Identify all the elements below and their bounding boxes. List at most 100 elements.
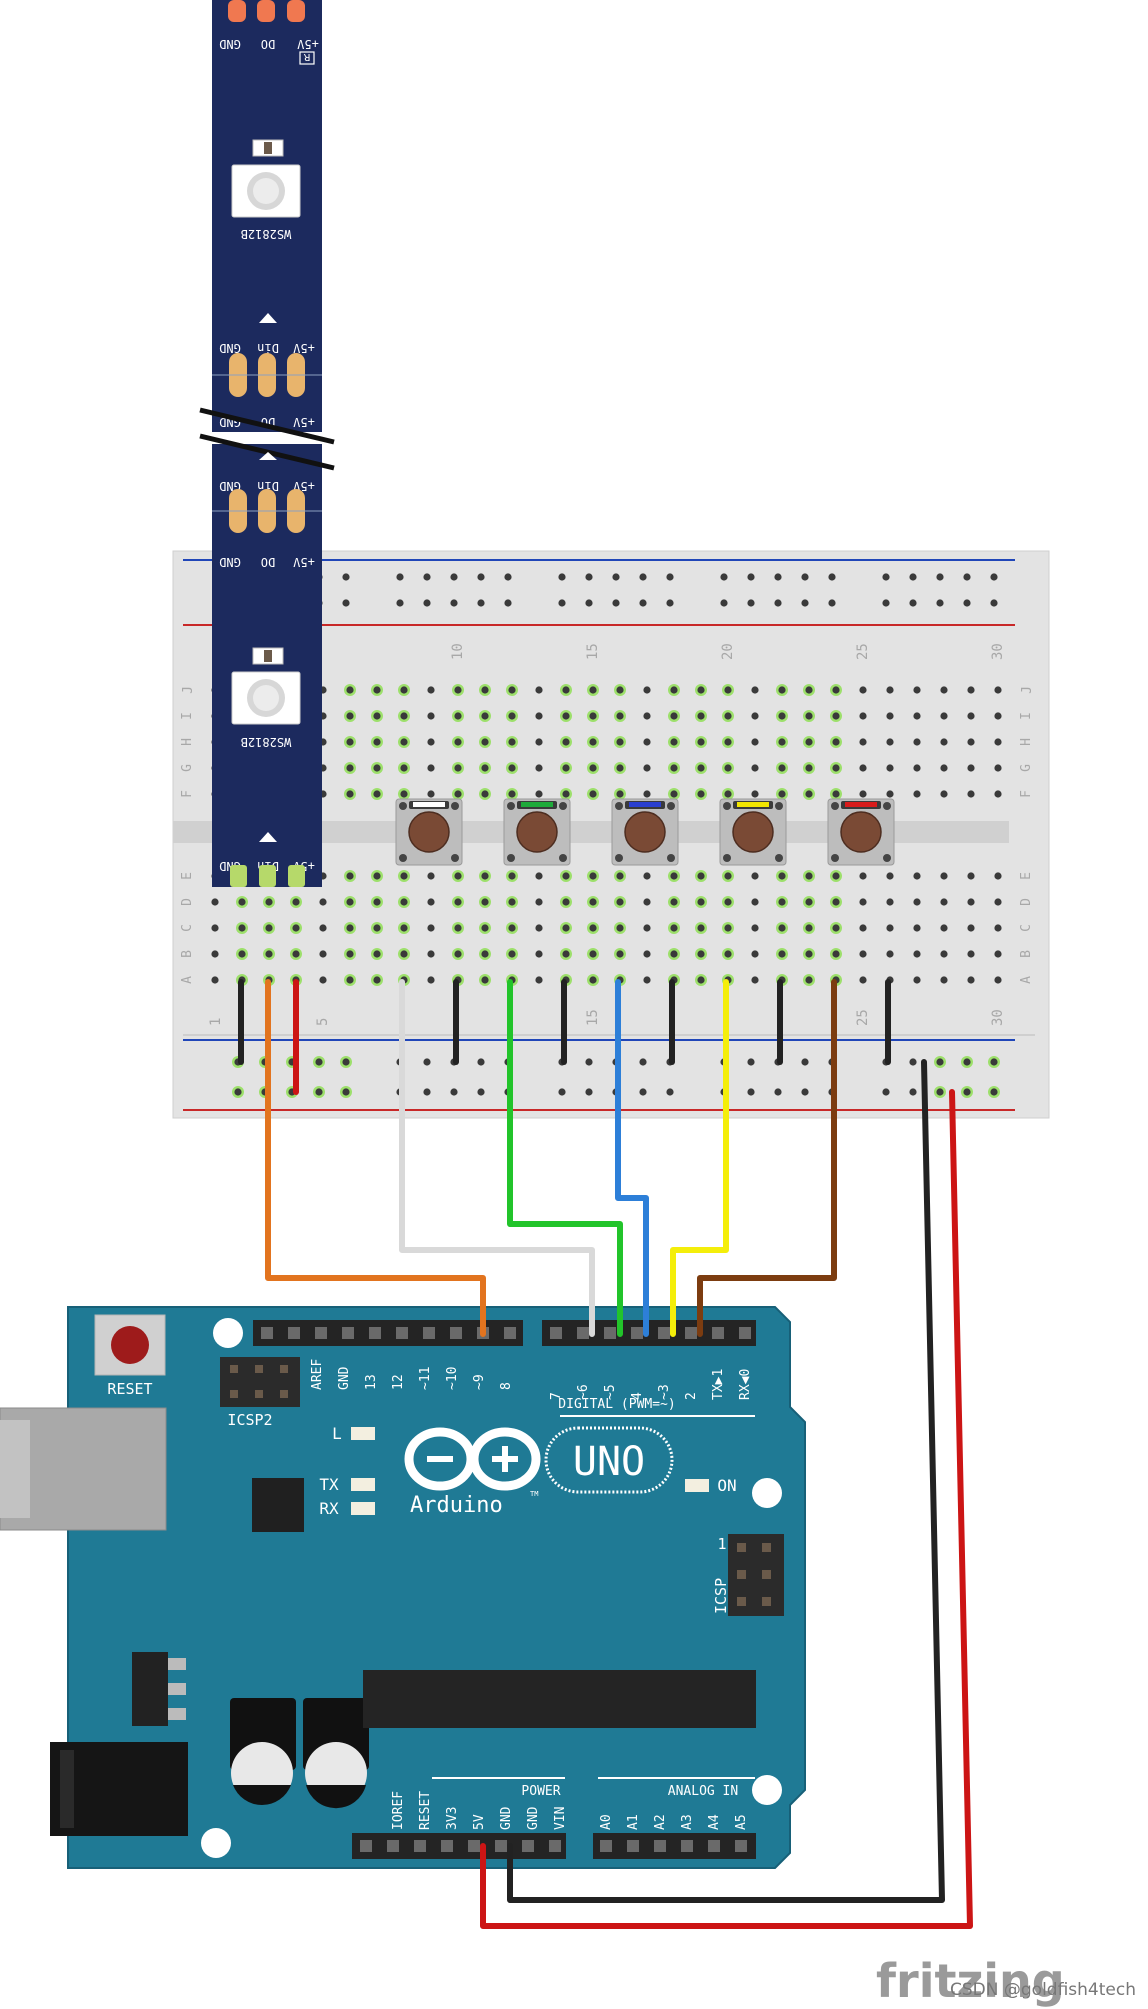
rail-hole[interactable]: [342, 1058, 350, 1066]
rail-hole[interactable]: [585, 599, 593, 607]
breadboard-hole[interactable]: [967, 686, 975, 694]
breadboard-hole[interactable]: [967, 764, 975, 772]
header-pin[interactable]: [342, 1327, 354, 1339]
breadboard-hole[interactable]: [562, 712, 570, 720]
breadboard-hole[interactable]: [670, 950, 678, 958]
breadboard-hole[interactable]: [535, 738, 543, 746]
breadboard-hole[interactable]: [751, 790, 759, 798]
breadboard-hole[interactable]: [886, 924, 894, 932]
breadboard-hole[interactable]: [805, 976, 813, 984]
breadboard-hole[interactable]: [454, 738, 462, 746]
breadboard-hole[interactable]: [805, 872, 813, 880]
rail-hole[interactable]: [801, 599, 809, 607]
breadboard-hole[interactable]: [940, 950, 948, 958]
breadboard-hole[interactable]: [400, 738, 408, 746]
breadboard-hole[interactable]: [535, 872, 543, 880]
breadboard-hole[interactable]: [994, 976, 1002, 984]
rail-hole[interactable]: [423, 573, 431, 581]
header-pin[interactable]: [735, 1840, 747, 1852]
breadboard-hole[interactable]: [778, 712, 786, 720]
breadboard-hole[interactable]: [238, 924, 246, 932]
rail-hole[interactable]: [801, 1058, 809, 1066]
breadboard-hole[interactable]: [697, 924, 705, 932]
push-button[interactable]: [611, 798, 679, 866]
breadboard-hole[interactable]: [373, 976, 381, 984]
breadboard-hole[interactable]: [562, 790, 570, 798]
breadboard-hole[interactable]: [994, 738, 1002, 746]
breadboard-hole[interactable]: [751, 924, 759, 932]
rail-hole[interactable]: [720, 573, 728, 581]
header-pin[interactable]: [468, 1840, 480, 1852]
rail-hole[interactable]: [936, 1088, 944, 1096]
breadboard-hole[interactable]: [535, 976, 543, 984]
breadboard-hole[interactable]: [616, 898, 624, 906]
breadboard-hole[interactable]: [967, 976, 975, 984]
breadboard-hole[interactable]: [508, 738, 516, 746]
rail-hole[interactable]: [963, 1058, 971, 1066]
breadboard-hole[interactable]: [913, 924, 921, 932]
breadboard-hole[interactable]: [427, 790, 435, 798]
breadboard-hole[interactable]: [778, 924, 786, 932]
rail-hole[interactable]: [909, 1058, 917, 1066]
header-pin[interactable]: [600, 1840, 612, 1852]
breadboard-hole[interactable]: [967, 872, 975, 880]
header-pin[interactable]: [708, 1840, 720, 1852]
breadboard-hole[interactable]: [751, 686, 759, 694]
breadboard-hole[interactable]: [589, 976, 597, 984]
breadboard-hole[interactable]: [346, 872, 354, 880]
breadboard-hole[interactable]: [697, 898, 705, 906]
breadboard-hole[interactable]: [643, 712, 651, 720]
breadboard-hole[interactable]: [400, 712, 408, 720]
breadboard-hole[interactable]: [670, 790, 678, 798]
rail-hole[interactable]: [990, 599, 998, 607]
breadboard-hole[interactable]: [562, 686, 570, 694]
breadboard-hole[interactable]: [967, 898, 975, 906]
breadboard-hole[interactable]: [616, 872, 624, 880]
rail-hole[interactable]: [612, 599, 620, 607]
breadboard-hole[interactable]: [319, 898, 327, 906]
breadboard-hole[interactable]: [346, 924, 354, 932]
breadboard-hole[interactable]: [481, 872, 489, 880]
rail-hole[interactable]: [747, 1088, 755, 1096]
breadboard-hole[interactable]: [454, 790, 462, 798]
breadboard-hole[interactable]: [589, 712, 597, 720]
breadboard-hole[interactable]: [346, 764, 354, 772]
header-pin[interactable]: [369, 1327, 381, 1339]
breadboard-hole[interactable]: [454, 712, 462, 720]
breadboard-hole[interactable]: [805, 764, 813, 772]
rail-hole[interactable]: [720, 599, 728, 607]
breadboard-hole[interactable]: [589, 738, 597, 746]
rail-hole[interactable]: [828, 599, 836, 607]
rail-hole[interactable]: [666, 1088, 674, 1096]
breadboard-hole[interactable]: [292, 924, 300, 932]
breadboard-hole[interactable]: [643, 738, 651, 746]
breadboard-hole[interactable]: [454, 872, 462, 880]
breadboard-hole[interactable]: [697, 738, 705, 746]
breadboard-hole[interactable]: [994, 764, 1002, 772]
breadboard-hole[interactable]: [832, 898, 840, 906]
breadboard-hole[interactable]: [508, 872, 516, 880]
rail-hole[interactable]: [450, 1088, 458, 1096]
breadboard-hole[interactable]: [778, 950, 786, 958]
push-button[interactable]: [719, 798, 787, 866]
breadboard-hole[interactable]: [562, 950, 570, 958]
rail-hole[interactable]: [909, 599, 917, 607]
header-pin[interactable]: [627, 1840, 639, 1852]
breadboard-hole[interactable]: [427, 686, 435, 694]
reset-button[interactable]: [94, 1314, 166, 1376]
rail-hole[interactable]: [315, 1058, 323, 1066]
breadboard-hole[interactable]: [535, 764, 543, 772]
breadboard-hole[interactable]: [805, 738, 813, 746]
breadboard-hole[interactable]: [508, 686, 516, 694]
breadboard-hole[interactable]: [670, 686, 678, 694]
breadboard-hole[interactable]: [427, 924, 435, 932]
breadboard-hole[interactable]: [427, 976, 435, 984]
rail-hole[interactable]: [639, 599, 647, 607]
breadboard-hole[interactable]: [940, 898, 948, 906]
breadboard-hole[interactable]: [373, 898, 381, 906]
breadboard-hole[interactable]: [859, 976, 867, 984]
breadboard-hole[interactable]: [373, 950, 381, 958]
breadboard-hole[interactable]: [481, 790, 489, 798]
breadboard-hole[interactable]: [913, 712, 921, 720]
breadboard-hole[interactable]: [454, 950, 462, 958]
